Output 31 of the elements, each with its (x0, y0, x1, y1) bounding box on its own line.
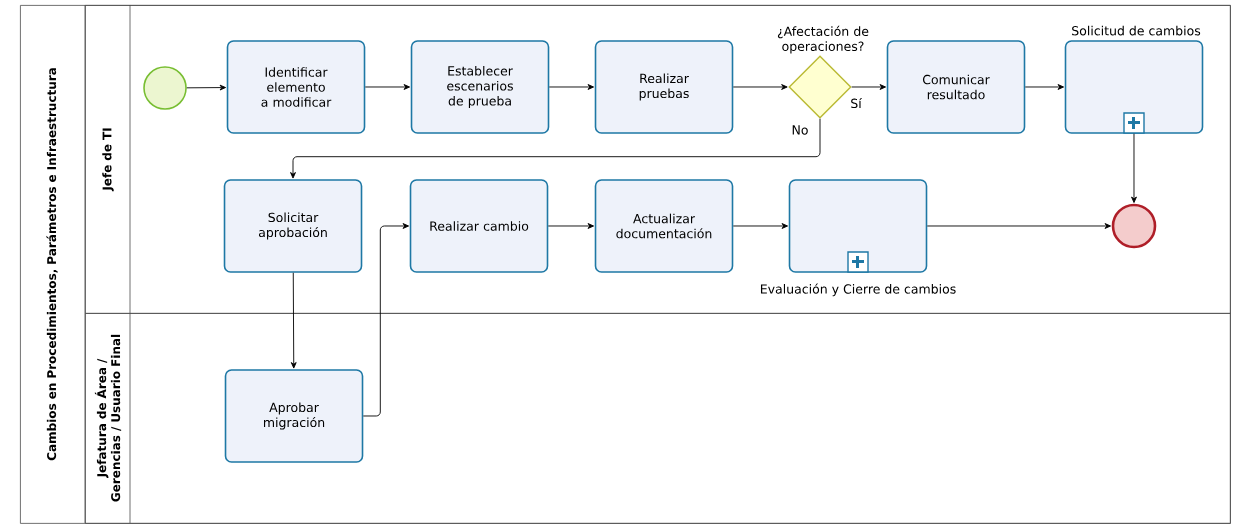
lane-title: Jefe de TI (102, 128, 114, 192)
end-event (1111, 203, 1157, 249)
arrow (851, 84, 887, 90)
arrow (926, 223, 1112, 229)
arrow (732, 84, 788, 90)
arrow (732, 223, 789, 229)
task-box: Actualizar documentación (594, 179, 734, 273)
arrow (547, 223, 595, 229)
arrow (548, 84, 595, 90)
task-box: Realizar pruebas (594, 40, 734, 134)
task-box: Realizar cambio (409, 179, 549, 273)
subprocess-label: Solicitud de cambios (1072, 25, 1201, 36)
arrow (290, 272, 297, 369)
pool-title: Cambios en Procedimientos, Parámetros e Infraestructura (46, 68, 58, 461)
arrow (1131, 133, 1137, 203)
edge-label: Sí (849, 96, 863, 110)
subprocess-label: Evaluación y Cierre de cambios (761, 283, 956, 297)
task-box: Aprobar migración (224, 369, 364, 463)
arrow (186, 84, 227, 91)
task-box: Identificar elemento a modificar (226, 40, 366, 134)
task-box: Comunicar resultado (886, 40, 1026, 134)
edge-label: No (790, 124, 810, 136)
decision-label: ¿Afectación de operaciones? (777, 25, 869, 54)
lane-title: Jefatura de Área / Gerencias / Usuario Final (94, 334, 122, 502)
task-box: Establecer escenarios de prueba (410, 40, 550, 134)
task-box: Solicitar aprobación (223, 179, 363, 273)
arrow (1024, 84, 1065, 90)
arrow (362, 223, 410, 417)
start-event (143, 66, 187, 110)
arrow (290, 118, 821, 179)
arrow (364, 84, 411, 90)
